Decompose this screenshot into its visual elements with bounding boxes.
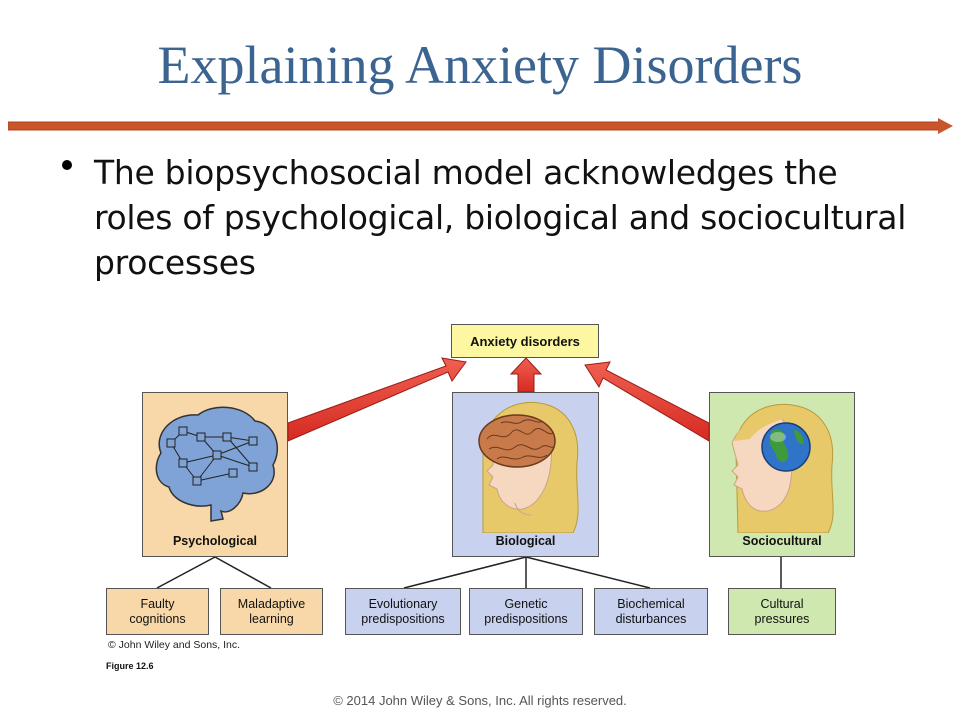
- slide-footer: © 2014 John Wiley & Sons, Inc. All right…: [333, 693, 627, 708]
- bullet-text: The biopsychosocial model acknowledges t…: [94, 153, 907, 282]
- sociocultural-label: Sociocultural: [742, 534, 822, 548]
- psychological-label: Psychological: [172, 534, 258, 548]
- factor-evolutionary-predispositions: Evolutionary predispositions: [345, 588, 461, 635]
- title-rule-arrow: [8, 118, 953, 134]
- tree-lines: [156, 556, 782, 589]
- factor-genetic-predispositions: Genetic predispositions: [469, 588, 583, 635]
- arrow-psych-to-anxiety: [287, 357, 467, 442]
- biological-panel: Biological: [452, 392, 599, 557]
- head-with-globe-icon: [731, 403, 834, 533]
- arrow-bio-to-anxiety: [509, 357, 543, 393]
- slide-title: Explaining Anxiety Disorders: [157, 35, 803, 95]
- figure-label: Figure 12.6: [106, 661, 154, 671]
- head-with-brain-icon: [478, 401, 579, 533]
- sociocultural-panel: Sociocultural: [709, 392, 855, 557]
- biological-label: Biological: [495, 534, 556, 548]
- factor-biochemical-disturbances: Biochemical disturbances: [594, 588, 708, 635]
- brain-network-icon: [155, 406, 278, 522]
- bullet-list: The biopsychosocial model acknowledges t…: [62, 150, 922, 285]
- bullet-dot: [62, 160, 72, 170]
- arrow-socio-to-anxiety: [584, 361, 710, 442]
- psychological-panel: Psychological: [142, 392, 288, 557]
- factor-cultural-pressures: Cultural pressures: [728, 588, 836, 635]
- factor-maladaptive-learning: Maladaptive learning: [220, 588, 323, 635]
- anxiety-disorders-box: Anxiety disorders: [451, 324, 599, 358]
- factor-faulty-cognitions: Faulty cognitions: [106, 588, 209, 635]
- figure-copyright: © John Wiley and Sons, Inc.: [108, 639, 241, 651]
